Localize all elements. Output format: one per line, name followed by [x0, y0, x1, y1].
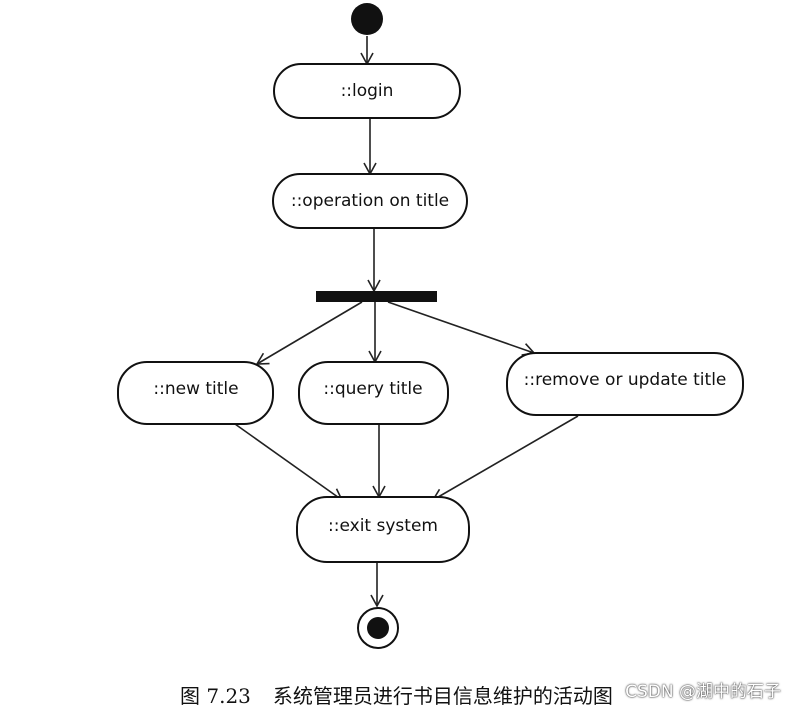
action-node-query-title: ::query title [298, 361, 449, 425]
action-node-exit-system: ::exit system [296, 496, 470, 563]
action-node-operation-on-title: ::operation on title [272, 173, 468, 229]
action-node-login: ::login [273, 63, 461, 119]
figure-caption: 图 7.23 系统管理员进行书目信息维护的活动图 [180, 680, 613, 709]
figure-caption-text: 系统管理员进行书目信息维护的活动图 [272, 684, 613, 708]
action-node-remove-or-update-title: ::remove or update title [506, 352, 744, 416]
action-node-operation-on-title-label: ::operation on title [291, 191, 449, 211]
initial-node [351, 3, 383, 35]
action-node-new-title-label: ::new title [153, 379, 238, 399]
final-node [357, 607, 399, 649]
figure-number: 图 7.23 [180, 684, 251, 708]
edge-fork-to-remove-update [387, 301, 536, 356]
fork-bar [316, 291, 437, 302]
action-node-remove-or-update-title-label: ::remove or update title [524, 370, 727, 390]
watermark: CSDN @湖中的石子 [625, 682, 781, 702]
action-node-new-title: ::new title [117, 361, 274, 425]
action-node-login-label: ::login [341, 81, 394, 101]
edge-remove-update-to-exit [431, 415, 579, 501]
action-node-query-title-label: ::query title [323, 379, 422, 399]
action-node-exit-system-label: ::exit system [328, 516, 438, 536]
edge-new-title-to-exit [234, 423, 344, 501]
edge-fork-to-new-title [255, 301, 363, 365]
